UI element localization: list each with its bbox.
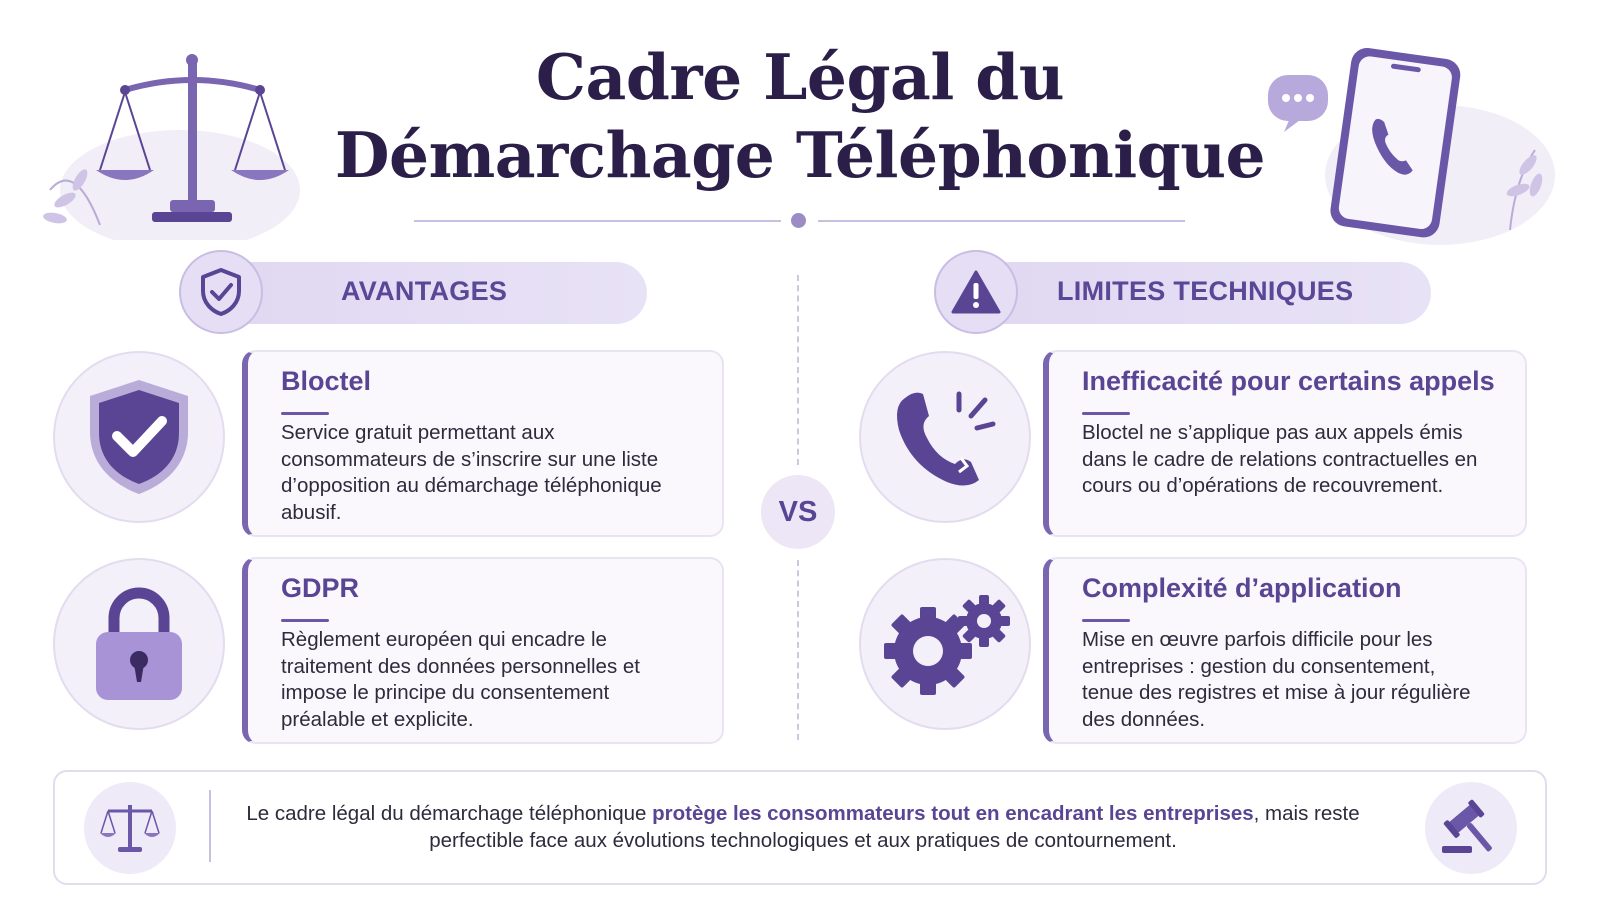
bloctel-card-text: Service gratuit permettant aux consommat… [281, 421, 662, 524]
scales-icon [100, 805, 160, 852]
conclusion-text-after: , mais reste perfectible face aux évolut… [429, 802, 1360, 852]
conclusion-text: Le cadre légal du démarchage téléphoniqu… [228, 800, 1378, 854]
calls-icon-circle [859, 351, 1031, 523]
complexity-card: Complexité d’application Mise en œuvre p… [1043, 557, 1527, 744]
limites-header-pill [975, 262, 1431, 324]
conclusion-box [53, 770, 1547, 885]
conclusion-text-before: Le cadre légal du démarchage téléphoniqu… [246, 802, 653, 825]
gears-icon [884, 595, 1010, 695]
complexity-card-underline [1082, 619, 1130, 622]
bloctel-card-underline [281, 412, 329, 415]
calls-card: Inefficacité pour certains appels Blocte… [1043, 350, 1527, 537]
gdpr-card-title: GDPR [281, 573, 360, 603]
page-title-line-2: Démarchage Téléphonique [334, 118, 1266, 192]
calls-card-text: Bloctel ne s’applique pas aux appels émi… [1082, 421, 1478, 497]
warning-icon [951, 270, 1001, 314]
conclusion-separator [209, 790, 211, 862]
avantages-header-label: AVANTAGES [341, 276, 508, 306]
padlock-icon [96, 587, 182, 700]
scales-of-justice-illustration [30, 40, 320, 250]
gdpr-icon-circle [53, 558, 225, 730]
shield-check-icon [90, 380, 188, 494]
vs-divider-top [797, 275, 799, 465]
avantages-header-pill [220, 262, 647, 324]
limites-header-label: LIMITES TECHNIQUES [1057, 276, 1354, 306]
title-divider-dot [791, 213, 806, 228]
limites-header-badge [934, 250, 1018, 334]
title-divider-right [818, 220, 1185, 222]
conclusion-gavel-badge [1425, 782, 1517, 874]
bloctel-card-title: Bloctel [281, 366, 372, 396]
bloctel-icon-circle [53, 351, 225, 523]
gdpr-card-underline [281, 619, 329, 622]
calls-card-underline [1082, 412, 1130, 415]
conclusion-scales-badge [84, 782, 176, 874]
avantages-header-badge [179, 250, 263, 334]
gavel-icon [1442, 799, 1492, 853]
gdpr-card: GDPR Règlement européen qui encadre le t… [242, 557, 724, 744]
vs-divider-bottom [797, 560, 799, 740]
gdpr-card-text: Règlement européen qui encadre le traite… [281, 628, 640, 731]
complexity-card-title: Complexité d’application [1082, 573, 1402, 603]
broken-phone-icon [897, 391, 996, 486]
complexity-card-text: Mise en œuvre parfois difficile pour les… [1082, 628, 1471, 731]
smartphone-illustration [1260, 40, 1560, 250]
page-title-line-1: Cadre Légal du [535, 40, 1065, 114]
calls-card-title: Inefficacité pour certains appels [1082, 366, 1495, 396]
title-divider-left [414, 220, 781, 222]
bloctel-card: Bloctel Service gratuit permettant aux c… [242, 350, 724, 537]
shield-check-icon [201, 268, 241, 316]
conclusion-text-emphasis: protège les consommateurs tout en encadr… [652, 802, 1254, 825]
page-title: Cadre Légal du Démarchage Téléphonique [300, 38, 1300, 194]
complexity-icon-circle [859, 558, 1031, 730]
vs-badge: VS [761, 475, 835, 549]
